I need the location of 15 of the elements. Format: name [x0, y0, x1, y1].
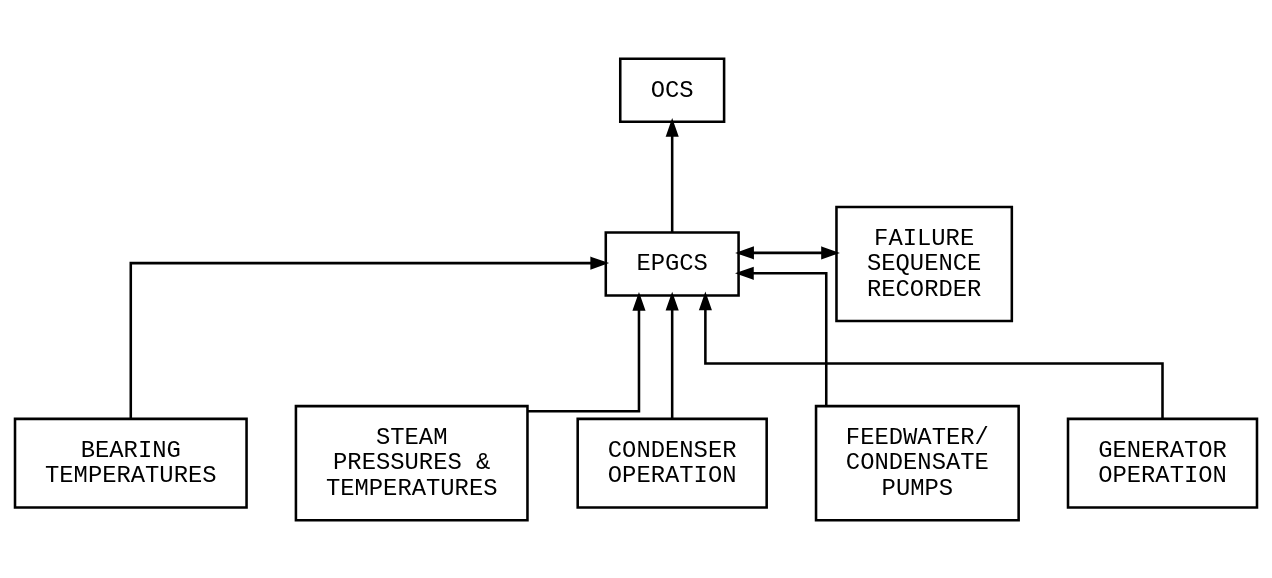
arrow	[129, 256, 610, 419]
arrow	[735, 245, 840, 259]
node-box: STEAM PRESSURES & TEMPERATURES	[294, 404, 529, 521]
node-box: FAILURE SEQUENCE RECORDER	[835, 205, 1014, 322]
arrow	[665, 291, 679, 418]
arrow	[735, 266, 828, 406]
arrow	[528, 291, 646, 412]
node-box: OCS	[618, 57, 726, 123]
node-box: FEEDWATER/ CONDENSATE PUMPS	[814, 404, 1020, 521]
arrow	[665, 117, 679, 232]
node-box: BEARING TEMPERATURES	[13, 417, 248, 509]
node-box: EPGCS	[604, 230, 740, 297]
node-box: GENERATOR OPERATION	[1066, 417, 1259, 509]
arrow	[698, 291, 1164, 419]
node-box: CONDENSER OPERATION	[576, 417, 768, 509]
